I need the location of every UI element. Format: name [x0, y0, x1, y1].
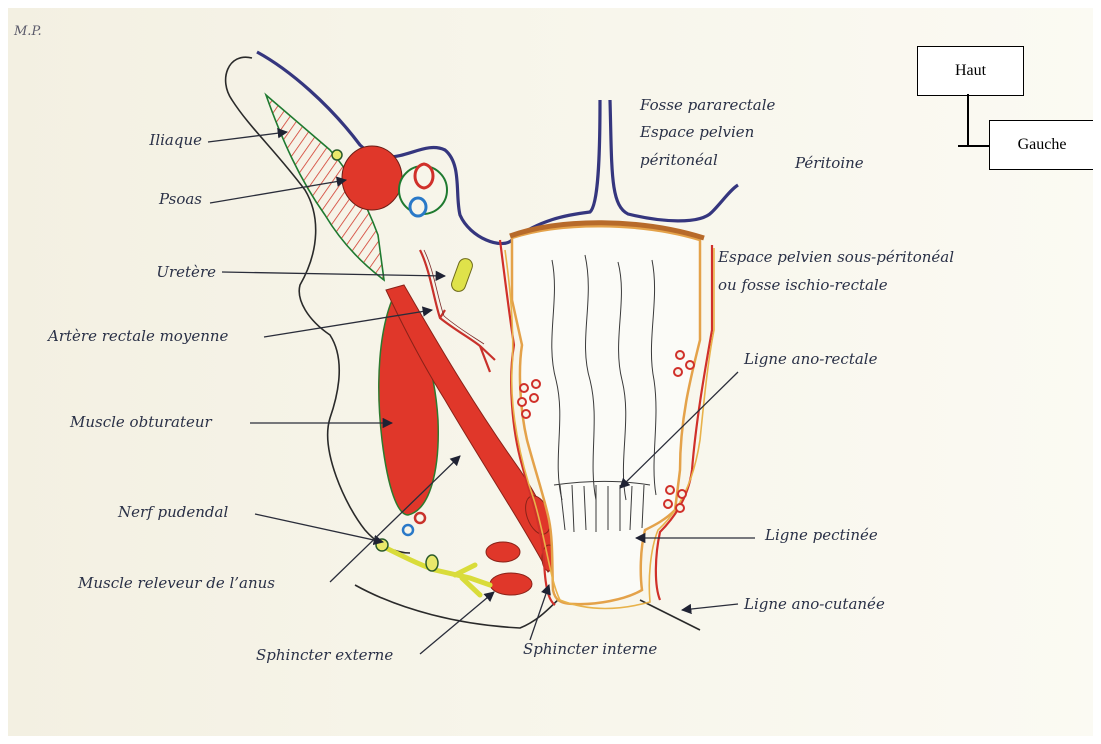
label-ligne-ano-rectale: Ligne ano-rectale: [744, 352, 877, 367]
label-fosse-pararectale: Fosse pararectale: [640, 98, 775, 113]
label-ligne-ano-cutanee: Ligne ano-cutanée: [744, 597, 885, 612]
pelvic-wall-outline: [226, 57, 410, 553]
label-espace-pelvien: Espace pelvien: [640, 125, 754, 140]
leader-sph-interne: [530, 585, 549, 640]
pudendal-node-2: [426, 555, 438, 571]
sphincter-externe-2: [486, 542, 520, 562]
label-espace-sous-peritoneal: Espace pelvien sous-péritonéal: [718, 250, 954, 265]
sphincter-externe-3: [490, 573, 532, 595]
label-uretere: Uretère: [60, 265, 216, 280]
frame-left: [0, 0, 8, 744]
frame-top: [0, 0, 1101, 8]
leader-iliaque: [208, 132, 287, 142]
label-sphincter-interne: Sphincter interne: [523, 642, 657, 657]
frame-bottom: [0, 736, 1101, 744]
iliac-artery: [415, 164, 433, 188]
label-peritoneal: péritonéal: [640, 153, 718, 168]
leader-uretere: [222, 272, 445, 276]
signature: M.P.: [14, 25, 42, 38]
label-fosse-ischio-rectale: ou fosse ischio-rectale: [718, 278, 888, 293]
label-muscle-releveur: Muscle releveur de l’anus: [78, 576, 275, 591]
label-nerf-pudendal: Nerf pudendal: [118, 505, 228, 520]
label-sphincter-externe: Sphincter externe: [256, 648, 393, 663]
frame-right: [1093, 0, 1101, 744]
orientation-up-label: Haut: [955, 62, 986, 80]
leader-sph-externe: [420, 592, 494, 654]
orientation-connector-vertical: [967, 94, 969, 146]
pudendal-vessel-blue: [403, 525, 413, 535]
orientation-left-box: Gauche: [989, 120, 1095, 170]
leader-ano-cutanee: [682, 604, 738, 610]
psoas-muscle: [342, 146, 402, 210]
skin-line: [355, 585, 700, 630]
label-artere-rectale-moyenne: Artère rectale moyenne: [48, 329, 228, 344]
label-muscle-obturateur: Muscle obturateur: [70, 415, 212, 430]
label-ligne-pectinee: Ligne pectinée: [765, 528, 878, 543]
pudendal-vessel-red: [415, 513, 425, 523]
label-iliaque: Iliaque: [60, 133, 202, 148]
iliac-vein: [410, 198, 426, 216]
orientation-up-box: Haut: [917, 46, 1024, 96]
small-nerve-node: [332, 150, 342, 160]
orientation-left-label: Gauche: [1018, 136, 1067, 154]
label-psoas: Psoas: [60, 192, 202, 207]
ureter: [450, 257, 475, 294]
label-peritoine: Péritoine: [795, 156, 864, 171]
orientation-connector-horizontal: [958, 145, 990, 147]
